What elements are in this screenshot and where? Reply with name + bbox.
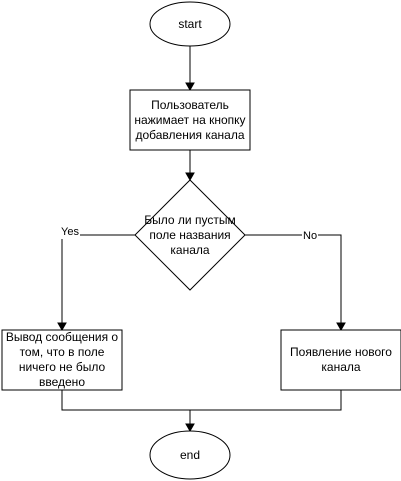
end-node bbox=[149, 430, 231, 480]
success-node bbox=[280, 329, 401, 391]
edge-no bbox=[245, 234, 342, 324]
yes-label: Yes bbox=[60, 226, 80, 239]
edge-start-to-action-arrow bbox=[185, 82, 195, 92]
edge-action-to-decision-arrow bbox=[185, 172, 195, 182]
error-node bbox=[1, 329, 123, 391]
action-node bbox=[129, 89, 251, 151]
edge-yes-arrow bbox=[57, 322, 67, 332]
decision-node bbox=[134, 179, 246, 291]
no-label: No bbox=[302, 230, 319, 243]
edge-merge-to-end-arrow bbox=[185, 423, 195, 433]
start-node bbox=[149, 1, 231, 47]
edge-no-arrow bbox=[336, 322, 346, 332]
edge-yes bbox=[61, 234, 135, 324]
edge-merge bbox=[61, 390, 342, 411]
